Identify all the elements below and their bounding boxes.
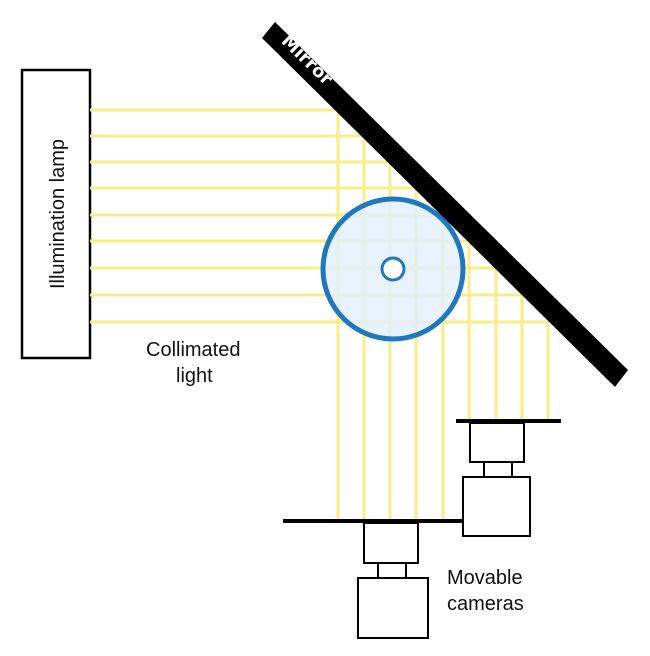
movable-cameras-label-line2: cameras (447, 593, 524, 615)
camera-right-lens (469, 422, 525, 463)
sample-center-marker (380, 256, 406, 282)
horizontal-light-beams (90, 108, 550, 324)
camera-bottom-lens (363, 522, 419, 564)
movable-cameras-label-line1: Movable (447, 567, 523, 589)
collimated-light-label-line1: Collimated (146, 339, 240, 361)
illumination-lamp-box (20, 68, 92, 360)
camera-right-neck (483, 461, 513, 478)
camera-bottom-body (357, 577, 429, 639)
lamp-label: Illumination lamp (47, 139, 69, 289)
collimated-light-label-line2: light (176, 365, 213, 387)
camera-right-body (462, 476, 531, 537)
mirror-bar (262, 22, 628, 387)
camera-bottom-neck (377, 562, 407, 579)
